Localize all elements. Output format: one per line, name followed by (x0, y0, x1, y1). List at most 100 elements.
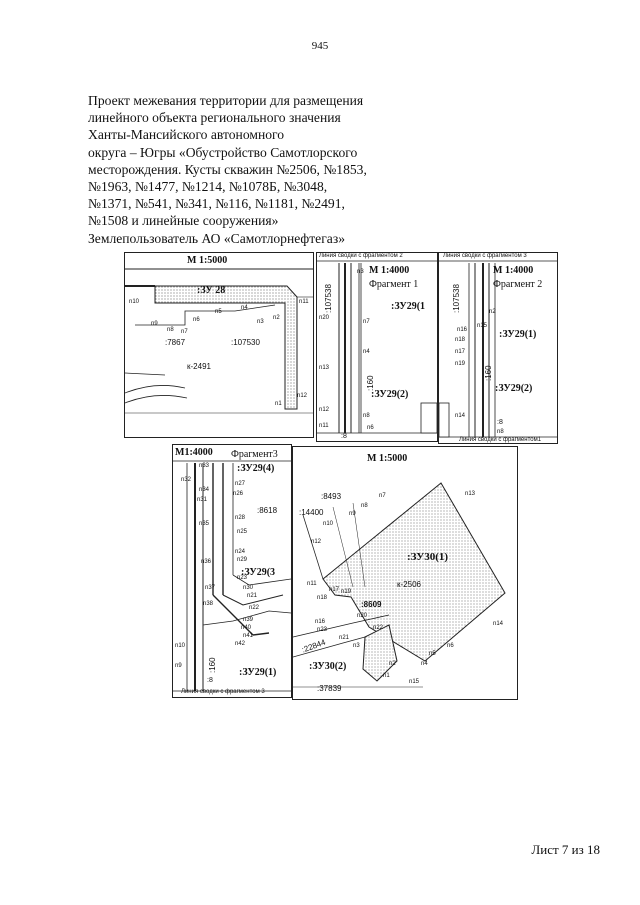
point-label: n26 (233, 491, 244, 497)
cadastral-label: :107538 (324, 284, 333, 313)
cadastral-label: :37839 (317, 684, 342, 693)
point-label: n10 (129, 299, 140, 305)
point-label: n7 (363, 319, 370, 325)
scale-label: М 1:4000 (493, 265, 534, 276)
scale-label: М1:4000 (175, 447, 213, 458)
point-label: n19 (455, 361, 466, 367)
point-label: n4 (241, 305, 248, 311)
point-label: n23 (237, 575, 248, 581)
point-label: n11 (307, 581, 317, 587)
point-label: n38 (203, 601, 214, 607)
page-number: 945 (311, 40, 329, 52)
point-label: n3 (357, 269, 364, 275)
point-label: n6 (193, 317, 200, 323)
map-drawing (439, 260, 557, 438)
cadastral-label: :14400 (299, 508, 324, 517)
point-label: n2 (489, 309, 496, 315)
point-label: n13 (319, 365, 330, 371)
point-label: n25 (237, 529, 248, 535)
parcel-label: :ЗУ29(1) (239, 667, 277, 678)
title-line: №1963, №1477, №1214, №1078Б, №3048, (88, 179, 328, 195)
point-label: n36 (201, 559, 212, 565)
point-label: n5 (215, 309, 222, 315)
point-label: n12 (319, 407, 330, 413)
point-label: n35 (199, 521, 210, 527)
sheet-number: Лист 7 из 18 (531, 842, 600, 857)
point-label: n6 (447, 643, 454, 649)
point-label: n11 (319, 423, 329, 429)
cadastral-label: :107530 (231, 338, 260, 347)
title-line: Проект межевания территории для размещен… (88, 93, 364, 108)
point-label: n9 (349, 511, 356, 517)
map-panel-fragment-2: Линия сводки с фрагментом 3 М 1:4000 Фра… (438, 252, 558, 444)
summary-line-caption: Линия сводки с фрагментом 2 (319, 253, 403, 259)
point-label: n17 (329, 587, 340, 593)
cadastral-label: :8 (341, 433, 347, 440)
point-label: n21 (339, 635, 350, 641)
point-label: n7 (181, 329, 188, 335)
point-label: n22 (373, 625, 384, 631)
point-label: n1 (275, 401, 282, 407)
title-line: месторождения. Кусты скважин №2506, №185… (88, 161, 367, 177)
point-label: n14 (493, 621, 504, 627)
point-label: n28 (235, 515, 246, 521)
parcel-label: :ЗУ29(4) (237, 463, 275, 474)
map-panel-zu28: М 1:5000 :ЗУ 28 :7867 :107530 к-2491 n10… (124, 252, 314, 438)
scale-label: М 1:5000 (187, 255, 228, 266)
fragment-label: Фрагмент 2 (493, 279, 543, 290)
point-label: n23 (317, 627, 328, 633)
cadastral-label: :107538 (452, 284, 461, 313)
title-line: №1371, №541, №341, №116, №1181, №2491, (88, 196, 345, 212)
point-label: n16 (315, 619, 326, 625)
map-panel-zu30: М 1:5000 :ЗУ30(1) к-2506 :ЗУ30(2) :8493 … (292, 446, 518, 700)
parcel-label: :ЗУ30(1) (407, 551, 449, 563)
cadastral-label: :8618 (257, 506, 278, 515)
cadastral-label: :8 (207, 677, 213, 684)
cadastral-label: :7867 (165, 338, 186, 347)
cadastral-label: :160 (484, 365, 493, 381)
point-label: n10 (175, 643, 186, 649)
summary-line-caption: Линия сводки с фрагментом 3 (443, 253, 527, 259)
parcel-label: :ЗУ29(1 (391, 301, 426, 312)
point-label: n32 (181, 477, 192, 483)
point-label: n2 (389, 661, 396, 667)
point-label: n31 (197, 497, 208, 503)
well-pad-label: к-2506 (397, 580, 421, 589)
point-label: n11 (299, 299, 309, 305)
map-panel-fragment-1: Линия сводки с фрагментом 2 М 1:4000 Фра… (316, 252, 438, 442)
parcel-label: :ЗУ29(3 (241, 567, 276, 578)
point-label: n5 (429, 651, 436, 657)
point-label: n18 (317, 595, 328, 601)
parcel-label: :ЗУ 28 (197, 285, 226, 296)
point-label: n3 (353, 643, 360, 649)
cadastral-label: :8 (497, 419, 503, 426)
point-label: n14 (455, 413, 466, 419)
cadastral-label: :8609 (361, 600, 382, 609)
well-pad-label: к-2491 (187, 362, 211, 371)
parcel-label: :ЗУ29(2) (371, 389, 409, 400)
point-label: n8 (363, 413, 370, 419)
parcel-label: :ЗУ30(2) (309, 661, 347, 672)
cadastral-label: :160 (366, 375, 375, 391)
point-label: n15 (477, 323, 488, 329)
point-label: n33 (199, 463, 210, 469)
document-title: Проект межевания территории для размещен… (88, 92, 418, 247)
map-drawing (125, 268, 313, 414)
point-label: n39 (243, 617, 254, 623)
title-line: округа – Югры «Обустройство Самотлорског… (88, 144, 358, 160)
point-label: n18 (455, 337, 466, 343)
cadastral-label: :160 (208, 657, 217, 673)
point-label: n30 (243, 585, 254, 591)
point-label: n9 (151, 321, 158, 327)
title-line: Ханты-Мансийского автономного (88, 127, 285, 143)
scale-label: М 1:5000 (367, 453, 408, 464)
point-label: n16 (457, 327, 468, 333)
map-panel-fragment-3: М1:4000 Фрагмент3 :ЗУ29(4) :8618 :ЗУ29(3… (172, 444, 292, 698)
point-label: n37 (205, 585, 216, 591)
point-label: n10 (323, 521, 334, 527)
point-label: n1 (383, 673, 390, 679)
parcel-label: :ЗУ29(1) (499, 329, 537, 340)
cadastral-label: :8493 (321, 492, 342, 501)
title-line: линейного объекта регионального значения (88, 110, 341, 126)
point-label: n40 (241, 625, 252, 631)
